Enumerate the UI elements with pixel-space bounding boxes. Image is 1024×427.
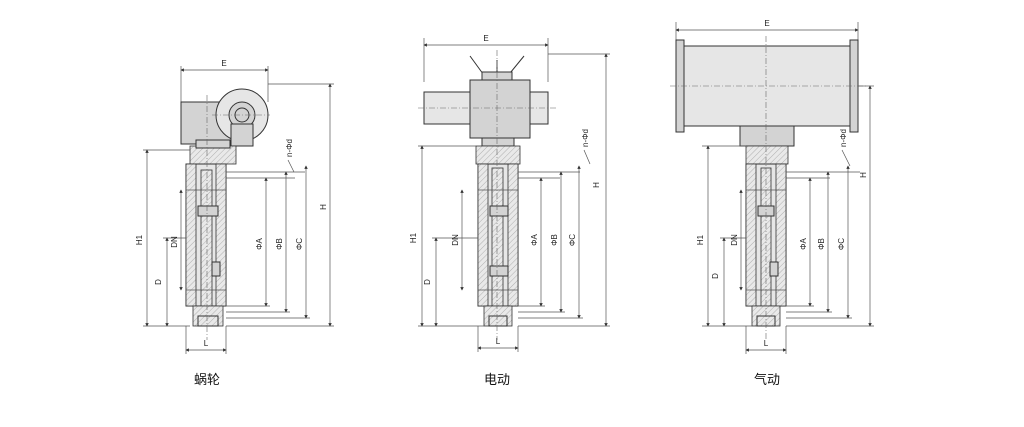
electric-valve: E bbox=[409, 34, 610, 388]
worm-gearbox bbox=[180, 88, 270, 147]
dim-label-d: D bbox=[154, 279, 163, 285]
dim-label-l: L bbox=[764, 339, 769, 348]
dim-label-dn: DN bbox=[451, 234, 460, 246]
dimension-phi: ΦA ΦB ΦC bbox=[226, 165, 310, 319]
dimension-l: L bbox=[745, 326, 787, 354]
pneumatic-actuator bbox=[670, 39, 866, 147]
dim-label-c: ΦC bbox=[837, 238, 846, 250]
dim-label-a: ΦA bbox=[530, 233, 539, 245]
dim-label-b: ΦB bbox=[817, 238, 826, 250]
dimension-d: D bbox=[423, 237, 478, 327]
dim-label-nd: n-Φd bbox=[839, 129, 848, 147]
dim-label-h: H bbox=[319, 204, 328, 210]
valve-body bbox=[185, 163, 227, 307]
caption-electric: 电动 bbox=[484, 373, 510, 388]
dimension-phi: ΦA ΦB ΦC bbox=[518, 165, 583, 319]
dim-label-h: H bbox=[859, 172, 868, 178]
dim-label-b: ΦB bbox=[550, 234, 559, 246]
dim-label-dn: DN bbox=[730, 234, 739, 246]
dimension-h1: H1 bbox=[696, 145, 752, 327]
caption-worm-gear: 蜗轮 bbox=[194, 372, 220, 388]
dim-label-l: L bbox=[204, 339, 209, 348]
dim-label-l: L bbox=[496, 337, 501, 346]
dim-label-e: E bbox=[764, 19, 769, 28]
dimension-e: E bbox=[675, 19, 859, 40]
dim-label-d: D bbox=[711, 273, 720, 279]
dim-label-e: E bbox=[221, 59, 226, 68]
dim-label-a: ΦA bbox=[799, 237, 808, 249]
dim-label-c: ΦC bbox=[568, 234, 577, 246]
dimension-l: L bbox=[185, 326, 227, 354]
dim-label-b: ΦB bbox=[275, 238, 284, 250]
worm-gear-valve: E bbox=[135, 59, 334, 388]
dimension-l: L bbox=[477, 326, 519, 352]
dimension-h1: H1 bbox=[135, 149, 190, 327]
dimension-e: E bbox=[423, 34, 549, 82]
dimension-dn: DN bbox=[730, 189, 743, 291]
electric-actuator bbox=[418, 55, 556, 139]
dimension-e: E bbox=[180, 59, 269, 102]
dimension-dn: DN bbox=[170, 189, 183, 291]
dim-label-h1: H1 bbox=[696, 234, 705, 245]
dim-label-dn: DN bbox=[170, 236, 179, 248]
dim-label-e: E bbox=[483, 34, 488, 43]
dim-label-a: ΦA bbox=[255, 237, 264, 249]
dimension-h: H bbox=[226, 83, 334, 327]
dimension-phi: ΦA ΦB ΦC bbox=[786, 165, 852, 319]
dim-label-d: D bbox=[423, 279, 432, 285]
dimension-h bbox=[518, 53, 610, 327]
caption-pneumatic: 气动 bbox=[754, 372, 780, 388]
dim-label-h1: H1 bbox=[409, 232, 418, 243]
dim-label-h-short: H bbox=[592, 182, 601, 188]
dim-label-nd: n-Φd bbox=[581, 129, 590, 147]
pneumatic-valve: E H1 bbox=[670, 19, 874, 388]
dimension-h1: H1 bbox=[409, 145, 484, 327]
dim-label-nd: n-Φd bbox=[285, 139, 294, 157]
dimension-h: H bbox=[786, 85, 874, 327]
dim-label-h1: H1 bbox=[135, 234, 144, 245]
dimension-dn: DN bbox=[451, 189, 464, 291]
dim-label-c: ΦC bbox=[295, 238, 304, 250]
valve-body bbox=[477, 163, 519, 307]
